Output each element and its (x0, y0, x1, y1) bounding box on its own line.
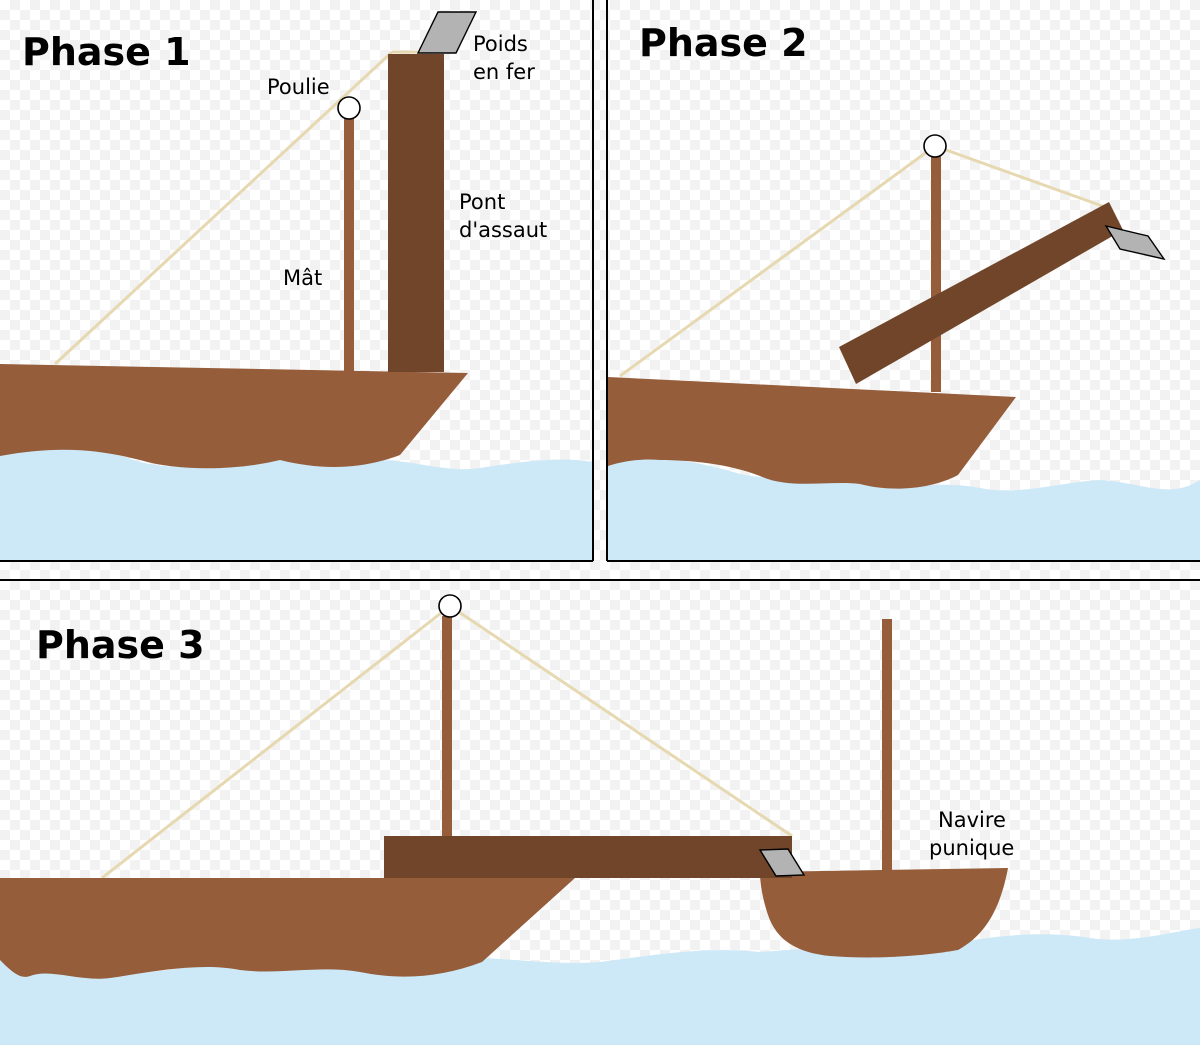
assault-bridge (839, 202, 1123, 384)
enemy-mast (882, 619, 892, 871)
bridge-label: Pont (459, 190, 505, 214)
hull (0, 364, 468, 469)
pulley-icon (337, 96, 361, 120)
iron-weight-icon (1104, 224, 1166, 261)
rope (619, 144, 936, 378)
phase-3-water (0, 928, 1200, 1045)
enemy-ship-label: Navire (938, 808, 1006, 832)
phase-2-panel: Phase 2 (608, 21, 1200, 560)
phase-2-water (608, 457, 1200, 560)
phase-title: Phase 1 (22, 30, 191, 74)
mast (931, 156, 941, 392)
rope (101, 604, 451, 880)
enemy-ship-label: punique (929, 836, 1014, 860)
phase-1-water (0, 443, 592, 560)
panel-frames (0, 0, 1200, 581)
mast (344, 118, 354, 372)
weight-label: en fer (473, 60, 535, 84)
hull (0, 878, 575, 979)
pulley-icon (923, 134, 947, 158)
assault-bridge (384, 836, 792, 878)
enemy-hull (760, 868, 1008, 958)
rope (53, 50, 394, 366)
water-wave (0, 443, 592, 560)
phase-1-panel: Phase 1 Poulie Poids en fer Mât Pont d'a… (0, 11, 592, 560)
pulley-label: Poulie (267, 75, 330, 99)
hull (608, 377, 1016, 489)
bridge-label: d'assaut (459, 218, 547, 242)
assault-bridge (388, 54, 444, 372)
pulley-icon (438, 594, 462, 618)
phase-title: Phase 3 (36, 623, 205, 667)
weight-label: Poids (473, 32, 528, 56)
mast-label: Mât (283, 266, 322, 290)
rope (934, 144, 1106, 209)
rope (449, 604, 793, 838)
mast (442, 616, 452, 838)
phase-3-panel: Phase 3 Navire punique (0, 594, 1200, 1045)
iron-weight-icon (758, 848, 806, 877)
water-wave (0, 928, 1200, 1045)
phase-title: Phase 2 (639, 21, 808, 65)
iron-weight-icon (416, 11, 478, 54)
water-wave (608, 457, 1200, 560)
